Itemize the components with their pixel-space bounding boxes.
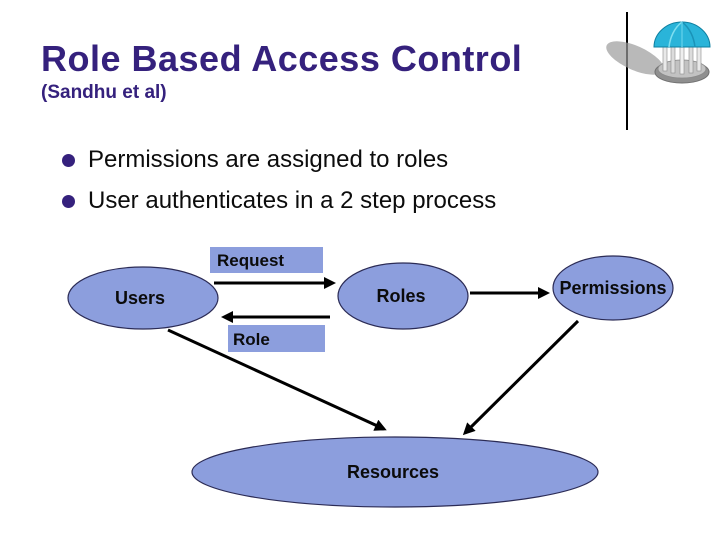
bullet-dot-icon (62, 195, 75, 208)
request-label: Request (217, 251, 284, 270)
gazebo-logo-icon (606, 21, 711, 84)
logo-shadow (606, 41, 664, 75)
bullet-text: User authenticates in a 2 step process (88, 187, 497, 214)
bullet-text: Permissions are assigned to roles (88, 146, 449, 173)
bullet-dot-icon (62, 154, 75, 167)
bullet-item: Permissions are assigned to roles (62, 146, 622, 174)
users-to-resources-arrow (167, 328, 387, 431)
request-label-box: Request (210, 247, 323, 273)
bullet-list: Permissions are assigned to roles User a… (62, 146, 622, 228)
roles-node-label: Roles (376, 286, 425, 306)
roles-node: Roles (337, 262, 469, 330)
resources-node-label: Resources (347, 462, 439, 482)
resources-node: Resources (191, 436, 599, 508)
users-node-label: Users (115, 288, 165, 308)
permissions-to-resources-arrow (462, 319, 580, 436)
users-node: Users (67, 266, 219, 330)
bullet-item: User authenticates in a 2 step process (62, 187, 622, 215)
role-label: Role (233, 330, 270, 349)
permissions-node: Permissions (552, 255, 674, 321)
role-label-box: Role (228, 325, 325, 352)
permissions-node-label: Permissions (559, 278, 666, 298)
header-divider (626, 12, 628, 130)
page-title: Role Based Access Control (41, 38, 523, 79)
page-subtitle: (Sandhu et al) (41, 82, 167, 103)
